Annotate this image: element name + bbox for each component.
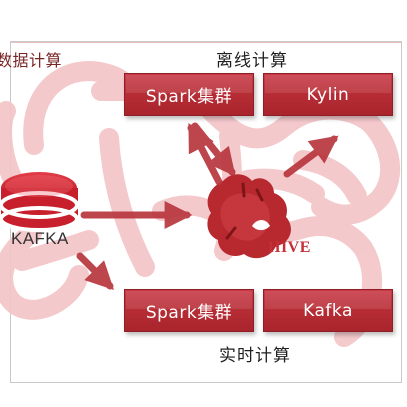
data-compute-label: 数据计算	[0, 51, 63, 70]
arrow-hive-to-kylin	[283, 135, 339, 178]
realtime-kafka-box: Kafka	[263, 289, 393, 332]
offline-spark-cluster-box: Spark集群	[124, 73, 254, 116]
realtime-spark-cluster-box: Spark集群	[124, 289, 254, 332]
offline-compute-label: 离线计算	[216, 51, 288, 71]
kylin-box: Kylin	[263, 73, 393, 116]
database-icon	[0, 172, 79, 232]
hive-bee-icon	[207, 174, 291, 259]
flow-arrows	[76, 122, 339, 290]
arrow-offline-spark-to-hive	[191, 122, 236, 177]
kafka-source-label: KAFKA	[11, 229, 69, 248]
hive-label: HIVE	[268, 239, 311, 256]
arrow-kafka-to-realtime-spark	[76, 252, 114, 290]
realtime-compute-label: 实时计算	[219, 346, 291, 366]
